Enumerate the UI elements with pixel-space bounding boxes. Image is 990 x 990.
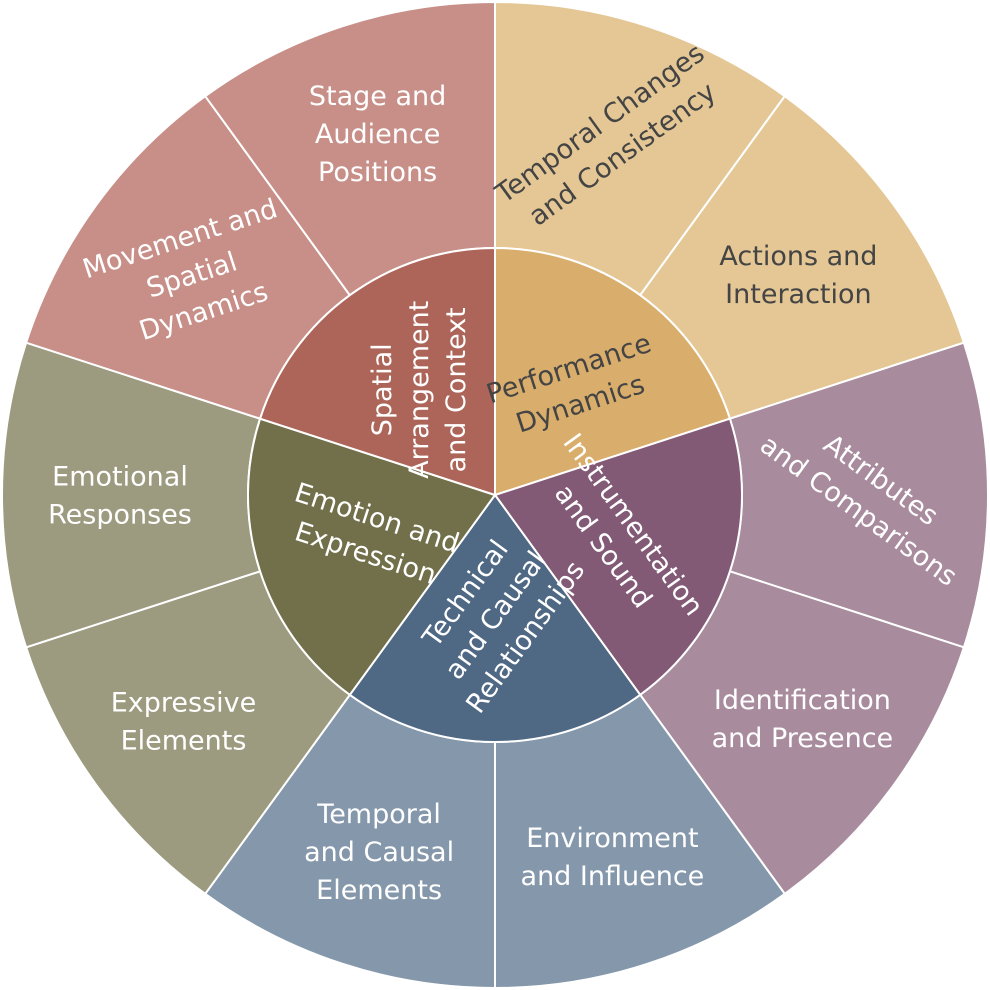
inner-segment-instrumentation-and-sound: [493, 417, 743, 697]
inner-segment-emotion-and-expression: [247, 417, 497, 697]
inner-ring: [247, 246, 743, 743]
inner-segment-spatial-arrangement-and-context: [258, 246, 496, 497]
inner-segment-technical-and-causal-relationships: [348, 493, 642, 743]
inner-segment-performance-dynamics: [494, 246, 732, 497]
